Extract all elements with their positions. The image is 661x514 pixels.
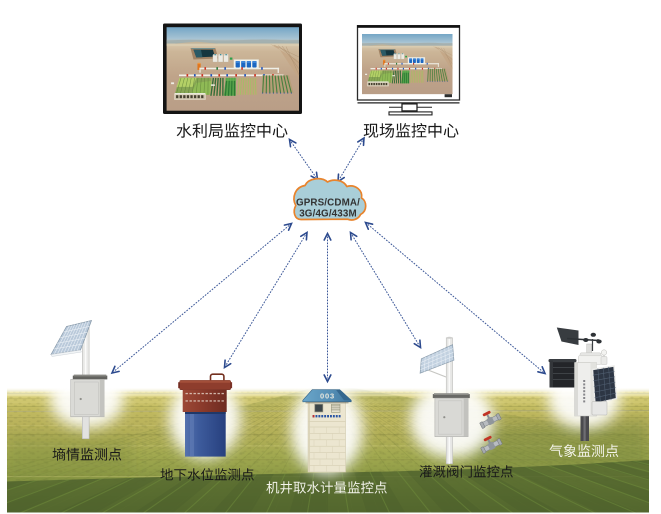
svg-text:GPRS/CDMA/: GPRS/CDMA/ — [296, 198, 360, 209]
svg-text:003: 003 — [320, 392, 335, 401]
svg-text:3G/4G/433M: 3G/4G/433M — [299, 209, 357, 220]
